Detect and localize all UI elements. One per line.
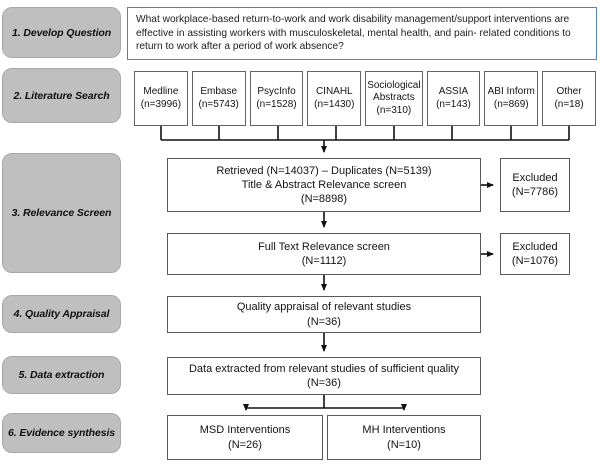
retrieved-line3: (N=8898): [300, 193, 348, 206]
data-extraction-box: Data extracted from relevant studies of …: [167, 357, 481, 395]
database-name: ASSIA: [438, 86, 469, 98]
retrieved-line2: Title & Abstract Relevance screen: [241, 178, 407, 191]
database-box-psycinfo: PsycInfo (n=1528): [249, 71, 304, 126]
database-box-medline: Medline (n=3996): [134, 71, 188, 126]
database-box-cinahl: CINAHL (n=1430): [307, 71, 362, 126]
step-quality-appraisal: 4. Quality Appraisal: [2, 295, 121, 333]
step-evidence-synthesis: 6. Evidence synthesis: [2, 413, 121, 453]
database-name: Medline: [143, 86, 179, 98]
excluded-label: Excluded: [512, 240, 558, 253]
quality-line1: Quality appraisal of relevant studies: [236, 301, 412, 314]
database-name: PsycInfo: [257, 86, 296, 98]
database-box-sociological-abstracts: Sociological Abstracts (n=310): [365, 71, 423, 126]
step-develop-question: 1. Develop Question: [2, 7, 121, 58]
database-box-other: Other (n=18): [542, 71, 596, 126]
quality-appraisal-box: Quality appraisal of relevant studies (N…: [167, 296, 481, 333]
database-box-abi-inform: ABI Inform (n=869): [484, 71, 539, 126]
database-count: (n=3996): [140, 98, 182, 110]
database-count: (n=869): [493, 98, 529, 110]
retrieved-line1: Retrieved (N=14037) – Duplicates (N=5139…: [216, 164, 432, 177]
research-question-box: What workplace-based return-to-work and …: [127, 7, 597, 60]
database-name: Sociological Abstracts: [367, 80, 421, 104]
database-name: ABI Inform: [487, 86, 535, 98]
excluded-count: (N=7786): [511, 186, 559, 198]
data-extraction-line2: (N=36): [307, 377, 341, 389]
excluded-label: Excluded: [512, 171, 558, 184]
mh-line1: MH Interventions: [362, 424, 446, 437]
research-question-text: What workplace-based return-to-work and …: [136, 13, 571, 53]
database-name: Other: [556, 86, 582, 98]
database-count: (n=1528): [256, 98, 297, 110]
full-text-line1: Full Text Relevance screen: [258, 240, 390, 253]
data-extraction-line1: Data extracted from relevant studies of …: [188, 362, 460, 375]
msd-line2: (N=26): [228, 438, 262, 451]
full-text-screen-box: Full Text Relevance screen (N=1112): [167, 233, 481, 275]
excluded-title-abstract-box: Excluded (N=7786): [500, 158, 570, 212]
step-data-extraction: 5. Data extraction: [2, 356, 121, 394]
excluded-count: (N=1076): [511, 255, 559, 267]
database-count: (n=18): [554, 98, 584, 110]
database-box-assia: ASSIA (n=143): [426, 71, 481, 126]
database-count: (n=5743): [198, 98, 239, 110]
step-literature-search: 2. Literature Search: [2, 68, 121, 123]
database-count: (n=1430): [314, 98, 355, 110]
retrieved-screen-box: Retrieved (N=14037) – Duplicates (N=5139…: [167, 158, 481, 212]
excluded-full-text-box: Excluded (N=1076): [500, 233, 570, 275]
msd-interventions-box: MSD Interventions (N=26): [167, 415, 323, 460]
database-box-embase: Embase (n=5743): [191, 71, 246, 126]
quality-line2: (N=36): [307, 315, 341, 328]
database-name: CINAHL: [315, 86, 353, 98]
database-count: (n=143): [436, 98, 471, 110]
mh-line2: (N=10): [387, 438, 421, 451]
mh-interventions-box: MH Interventions (N=10): [327, 415, 481, 460]
database-name: Embase: [200, 86, 238, 98]
msd-line1: MSD Interventions: [199, 424, 291, 437]
database-count: (n=310): [376, 104, 412, 116]
step-relevance-screen: 3. Relevance Screen: [2, 153, 121, 273]
database-row: Medline (n=3996) Embase (n=5743) PsycInf…: [134, 71, 596, 126]
full-text-line2: (N=1112): [301, 255, 347, 267]
